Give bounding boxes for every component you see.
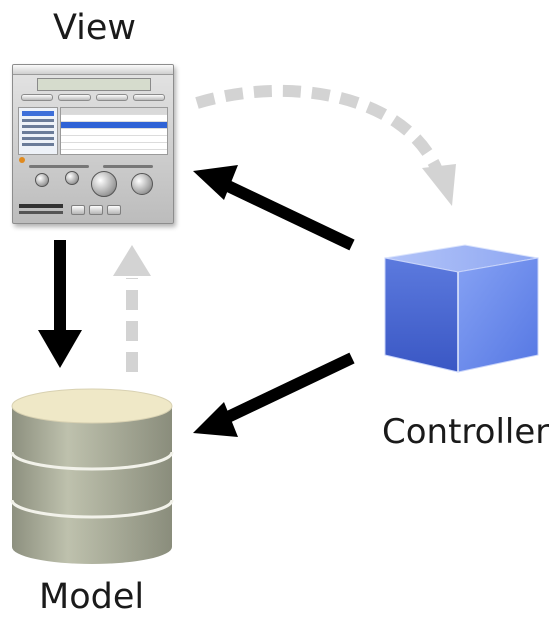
controller-to-view-arrow	[193, 165, 355, 251]
window-bar	[19, 204, 63, 208]
window-sidebar	[18, 107, 58, 155]
view-label: View	[53, 8, 137, 48]
window-knob	[131, 173, 153, 195]
view-to-controller-dashed-arrow	[195, 84, 456, 206]
application-window-icon	[12, 64, 174, 224]
window-button	[107, 205, 121, 215]
model-label: Model	[39, 577, 145, 617]
blue-cube-icon	[384, 244, 539, 373]
window-table	[60, 107, 168, 155]
window-slider	[103, 165, 153, 168]
window-slider	[29, 165, 89, 168]
controller-label: Controller	[382, 412, 549, 452]
model-to-view-dashed-arrow	[113, 245, 151, 372]
window-button	[71, 205, 85, 215]
window-bar	[19, 211, 63, 214]
window-titlebar	[13, 65, 173, 75]
view-to-model-arrow	[38, 240, 82, 368]
controller-to-model-arrow	[193, 352, 355, 437]
window-display	[37, 78, 151, 91]
window-knob	[91, 171, 117, 197]
window-knob	[35, 173, 49, 187]
window-indicator	[19, 157, 25, 163]
window-button-row	[21, 94, 165, 101]
database-cylinder-icon	[10, 388, 174, 564]
window-knob	[65, 171, 79, 185]
window-button	[89, 205, 103, 215]
